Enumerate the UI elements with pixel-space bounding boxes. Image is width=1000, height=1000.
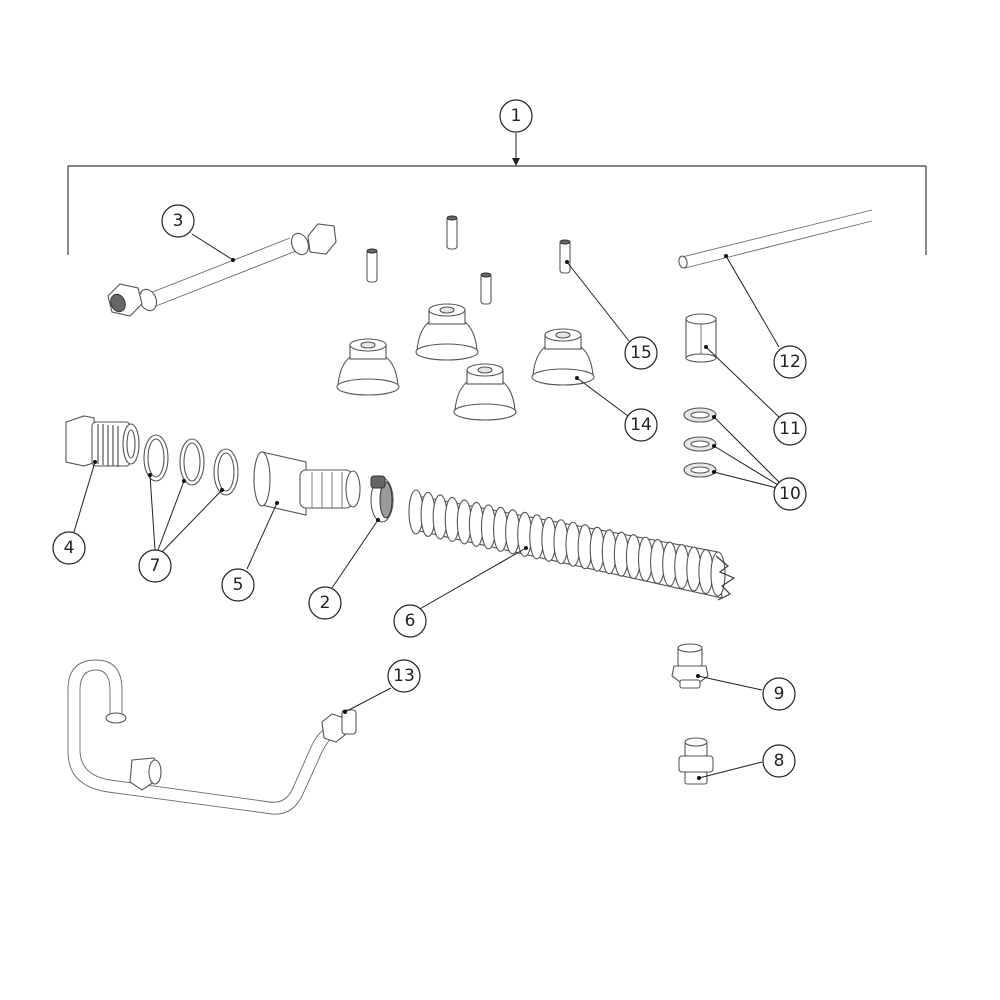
callout-label-12: 12 xyxy=(779,352,801,372)
straight-tube-part xyxy=(678,209,873,348)
callout-bubble-5 xyxy=(221,568,255,602)
hose-barb-adapter-part xyxy=(246,451,361,570)
callout-label-14: 14 xyxy=(630,415,652,435)
hex-nipple-part xyxy=(671,643,763,691)
callout-bubble-14 xyxy=(624,408,658,442)
callout-label-10: 10 xyxy=(779,484,801,504)
callout-label-11: 11 xyxy=(779,419,801,439)
callout-bubble-12 xyxy=(773,345,807,379)
callout-label-1: 1 xyxy=(510,106,522,126)
callout-bubble-13 xyxy=(387,659,421,693)
callout-label-3: 3 xyxy=(172,211,184,231)
callout-label-13: 13 xyxy=(393,666,415,686)
callout-label-5: 5 xyxy=(232,575,244,595)
sealing-rings-part xyxy=(143,434,239,553)
callout-label-2: 2 xyxy=(319,593,331,613)
callout-bubble-3 xyxy=(161,204,195,238)
callout-bubble-8 xyxy=(762,744,796,778)
bent-pipe-part xyxy=(67,659,392,815)
callout-bubble-6 xyxy=(393,604,427,638)
washers-part xyxy=(683,407,781,489)
hex-coupling-part xyxy=(685,313,780,418)
callout-bubble-9 xyxy=(762,677,796,711)
kit-bracket xyxy=(67,133,927,255)
callout-bubble-15 xyxy=(624,336,658,370)
callout-bubble-10 xyxy=(773,477,807,511)
callout-bubbles xyxy=(52,99,807,778)
dowel-pins-part xyxy=(366,215,630,342)
callout-bubble-4 xyxy=(52,531,86,565)
hose-clamp-part xyxy=(331,475,394,589)
callout-bubble-1 xyxy=(499,99,533,133)
bulkhead-fitting-part xyxy=(65,415,140,533)
corrugated-hose-part xyxy=(408,489,736,611)
callout-label-15: 15 xyxy=(630,343,652,363)
callout-label-8: 8 xyxy=(773,751,785,771)
callout-bubble-11 xyxy=(773,412,807,446)
callout-label-4: 4 xyxy=(63,538,75,558)
hose-corrugation xyxy=(710,551,726,597)
callout-bubble-7 xyxy=(138,549,172,583)
union-fitting-part xyxy=(678,737,763,785)
rubber-feet-part xyxy=(336,303,629,421)
callout-label-6: 6 xyxy=(404,611,416,631)
callout-label-7: 7 xyxy=(149,556,161,576)
callout-bubble-2 xyxy=(308,586,342,620)
callout-label-9: 9 xyxy=(773,684,785,704)
braided-hose-part xyxy=(107,223,337,317)
